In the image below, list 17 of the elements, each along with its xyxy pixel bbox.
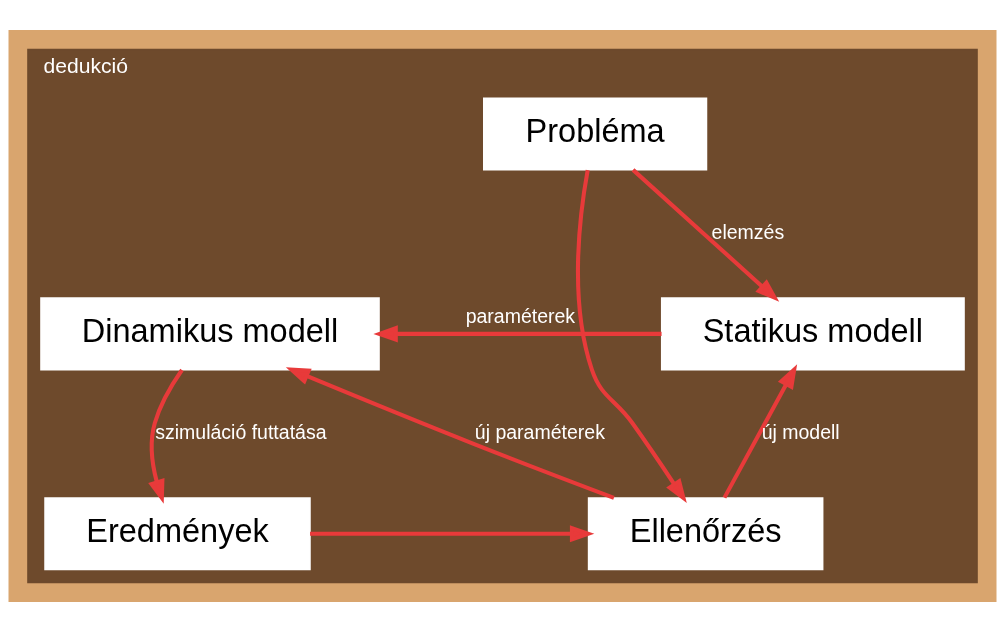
node-box: Dinamikus modell: [40, 297, 380, 371]
edge-label: új paraméterek: [474, 420, 605, 443]
arrow: [310, 525, 595, 543]
edge-label: elemzés: [711, 220, 785, 243]
node-box: Statikus modell: [660, 297, 965, 371]
edge-label: szimuláció futtatása: [155, 420, 327, 443]
arrow: [373, 325, 662, 343]
arrow: [722, 364, 798, 499]
arrow: [285, 367, 615, 500]
arrow: [148, 368, 184, 504]
arrow: [576, 169, 687, 504]
node-box: Probléma: [483, 97, 708, 171]
edge-label: új modell: [761, 420, 840, 443]
edge-label: paraméterek: [465, 305, 576, 328]
node-box: Eredmények: [44, 497, 311, 571]
arrow: [631, 168, 780, 302]
node-box: Ellenőrzés: [587, 497, 824, 571]
